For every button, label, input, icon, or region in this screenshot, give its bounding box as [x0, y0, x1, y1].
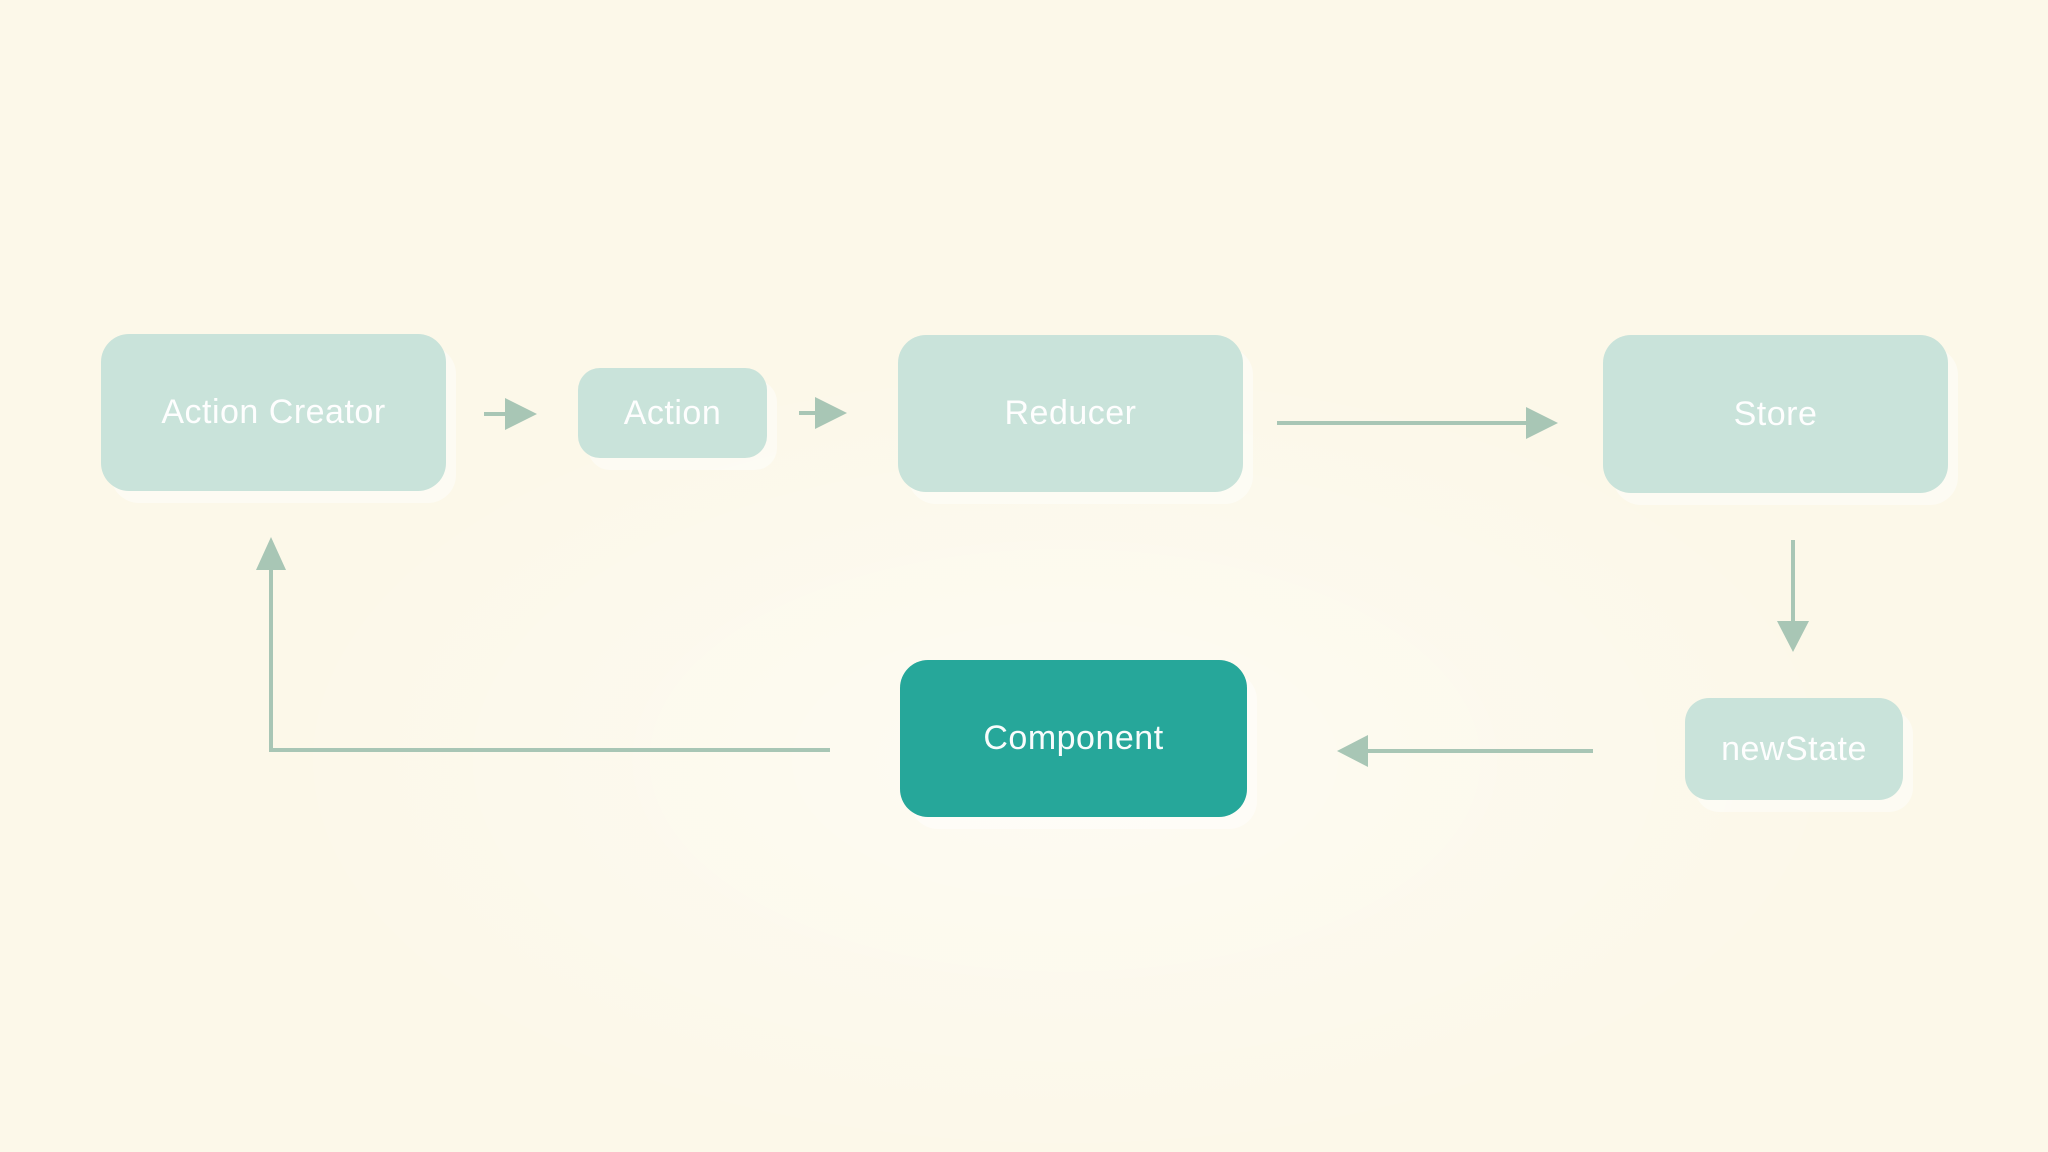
node-component: Component [900, 660, 1247, 817]
node-reducer: Reducer [898, 335, 1243, 492]
node-new-state: newState [1685, 698, 1903, 800]
arrow-action-creator-to-action [484, 398, 537, 430]
node-reducer-label: Reducer [1004, 394, 1137, 432]
node-action: Action [578, 368, 767, 458]
arrow-action-to-reducer [799, 397, 847, 429]
node-new-state-label: newState [1721, 729, 1867, 768]
node-store: Store [1603, 335, 1948, 493]
arrow-new-state-to-component [1337, 735, 1593, 767]
node-action-creator-label: Action Creator [161, 393, 386, 431]
node-component-label: Component [983, 719, 1164, 757]
arrow-component-to-action-creator [256, 537, 830, 752]
node-store-label: Store [1733, 394, 1818, 433]
arrow-reducer-to-store [1277, 407, 1558, 439]
arrow-store-to-new-state [1777, 540, 1809, 652]
node-action-creator: Action Creator [101, 334, 446, 491]
node-action-label: Action [623, 393, 722, 432]
